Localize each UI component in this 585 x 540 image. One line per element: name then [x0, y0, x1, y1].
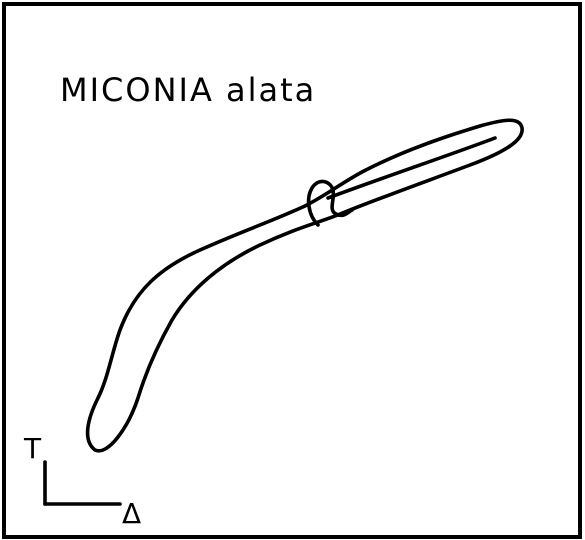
trace-inner-branch	[328, 138, 495, 198]
vertical-axis-label: T	[23, 432, 42, 465]
species-title: MICONIA alata	[60, 71, 316, 109]
trace-main-loop	[88, 120, 523, 451]
horizontal-axis-label: Δ	[122, 497, 141, 530]
